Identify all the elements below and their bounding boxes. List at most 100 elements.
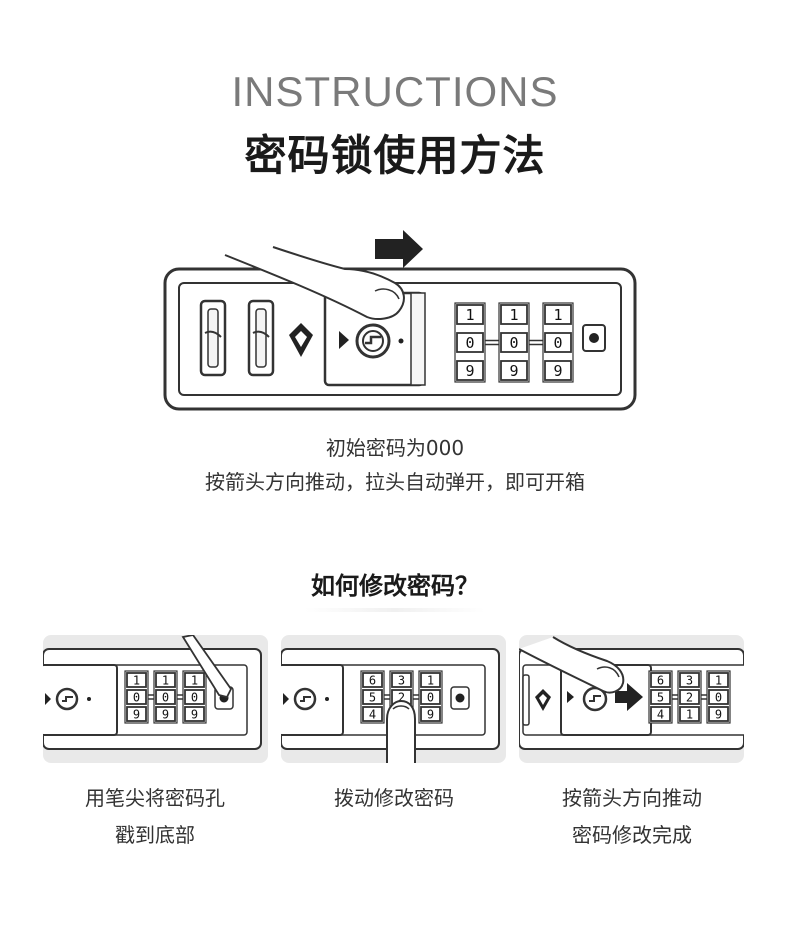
triangle-marker-icon <box>339 331 349 349</box>
dial-digit-box <box>544 332 572 353</box>
dial-digit[interactable]: 4 <box>657 707 664 721</box>
finger-icon <box>224 246 405 320</box>
dial-digit[interactable]: 6 <box>657 673 664 687</box>
dial-digit[interactable]: 5 <box>657 690 664 704</box>
dial-digit-box <box>420 689 441 705</box>
dial-digit-box <box>184 706 205 722</box>
dial-digit-box <box>184 689 205 705</box>
zipper-slot-right <box>247 299 275 377</box>
dial-digit[interactable]: 0 <box>191 690 198 704</box>
step-3-caption: 按箭头方向推动 密码修改完成 <box>512 780 752 854</box>
dial-digit[interactable]: 0 <box>553 334 562 352</box>
dial-digit-box <box>155 689 176 705</box>
step-2-caption-line1: 拨动修改密码 <box>334 786 454 810</box>
dial-digit[interactable]: 1 <box>133 673 140 687</box>
dial-digit-box <box>391 672 412 688</box>
push-arrow-icon <box>615 683 643 711</box>
dial-digit[interactable]: 0 <box>162 690 169 704</box>
step-3-illustration: 6 5 4 3 2 1 1 0 9 <box>519 635 744 763</box>
dial-digit-box <box>184 672 205 688</box>
dial-digit[interactable]: 0 <box>427 690 434 704</box>
main-lock-illustration: 1 0 9 1 0 9 1 0 9 <box>163 230 637 411</box>
reset-hole-icon <box>589 333 599 343</box>
dial-digit-box <box>155 706 176 722</box>
dial-digit[interactable]: 1 <box>715 673 722 687</box>
dial-digit[interactable]: 0 <box>509 334 518 352</box>
dial-digit-box <box>500 360 528 381</box>
step-3-caption-line1: 按箭头方向推动 <box>562 786 702 810</box>
dial-digit[interactable]: 3 <box>398 673 405 687</box>
dial-digit-box <box>650 672 671 688</box>
dial-digit-box <box>362 672 383 688</box>
dial-digit[interactable]: 2 <box>398 690 405 704</box>
dial-digit-box <box>456 360 484 381</box>
dial-digit-box <box>362 689 383 705</box>
dial-digit-box <box>500 332 528 353</box>
section-title: 如何修改密码？ <box>311 572 479 600</box>
step-2-caption: 拨动修改密码 <box>274 780 514 817</box>
zipper-slot-left <box>199 299 227 377</box>
dial-digit[interactable]: 9 <box>162 707 169 721</box>
dial-digit-box <box>500 304 528 325</box>
step-1-caption-line1: 用笔尖将密码孔 <box>85 786 225 810</box>
title-english: INSTRUCTIONS <box>231 68 559 115</box>
dial-digit[interactable]: 9 <box>465 362 474 380</box>
dial-digit-box <box>708 672 729 688</box>
reset-hole-icon <box>455 693 465 703</box>
dial-digit-box <box>679 706 700 722</box>
dial-digit[interactable]: 0 <box>715 690 722 704</box>
push-arrow-icon <box>375 230 423 268</box>
dial-digit[interactable]: 1 <box>427 673 434 687</box>
dial-digit[interactable]: 1 <box>553 306 562 324</box>
dial-digit[interactable]: 1 <box>686 707 693 721</box>
step-1-caption: 用笔尖将密码孔 戳到底部 <box>35 780 275 854</box>
dial-digit[interactable]: 9 <box>133 707 140 721</box>
dial-digit[interactable]: 2 <box>686 690 693 704</box>
dial-wheels: 6 5 4 3 2 1 1 0 9 <box>648 670 731 724</box>
dial-digit-box <box>650 689 671 705</box>
dial-digit[interactable]: 1 <box>465 306 474 324</box>
dial-digit[interactable]: 6 <box>369 673 376 687</box>
dial-digit-box <box>126 689 147 705</box>
dial-digit-box <box>420 706 441 722</box>
dial-digit-box <box>456 332 484 353</box>
dial-digit-box <box>544 304 572 325</box>
dial-digit-box <box>126 672 147 688</box>
dial-digit-box <box>420 672 441 688</box>
dial-digit[interactable]: 9 <box>509 362 518 380</box>
dial-digit[interactable]: 1 <box>162 673 169 687</box>
dial-digit[interactable]: 4 <box>369 707 376 721</box>
main-caption-line2: 按箭头方向推动，拉头自动弹开，即可开箱 <box>205 470 585 494</box>
dial-digit-box <box>456 304 484 325</box>
dial-digit-box <box>362 706 383 722</box>
dial-wheels: 1 0 9 1 0 9 1 0 9 <box>124 670 207 724</box>
main-caption-line1: 初始密码为000 <box>325 436 465 460</box>
dial-digit-box <box>126 706 147 722</box>
dial-digit[interactable]: 9 <box>715 707 722 721</box>
section-divider <box>305 608 485 612</box>
dial-digit[interactable]: 1 <box>509 306 518 324</box>
step-1-caption-line2: 戳到底部 <box>115 823 195 847</box>
dial-digit[interactable]: 3 <box>686 673 693 687</box>
dial-digit[interactable]: 0 <box>465 334 474 352</box>
title-chinese: 密码锁使用方法 <box>244 131 546 180</box>
step-3-caption-line2: 密码修改完成 <box>572 823 692 847</box>
finger-icon <box>519 636 625 694</box>
step-1-illustration: 1 0 9 1 0 9 1 0 9 <box>43 635 268 763</box>
dial-wheels: 1 0 9 1 0 9 1 0 9 <box>454 302 574 383</box>
dial-digit-box <box>679 672 700 688</box>
dial-digit[interactable]: 1 <box>191 673 198 687</box>
dial-digit-box <box>708 689 729 705</box>
dial-digit-box <box>544 360 572 381</box>
dial-digit[interactable]: 0 <box>133 690 140 704</box>
dial-digit[interactable]: 5 <box>369 690 376 704</box>
dial-digit[interactable]: 9 <box>553 362 562 380</box>
dial-digit[interactable]: 9 <box>427 707 434 721</box>
dial-digit-box <box>155 672 176 688</box>
dial-digit-box <box>679 689 700 705</box>
pen-icon <box>181 635 233 699</box>
dial-digit[interactable]: 9 <box>191 707 198 721</box>
dial-digit-box <box>708 706 729 722</box>
dial-digit-box <box>650 706 671 722</box>
